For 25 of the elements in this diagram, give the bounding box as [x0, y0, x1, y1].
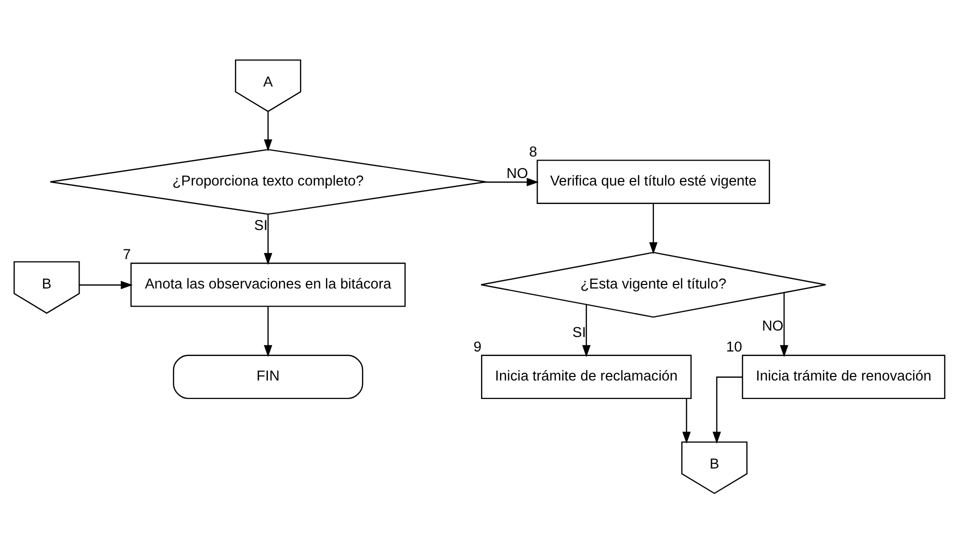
arrow [779, 292, 788, 358]
arrow [712, 376, 742, 444]
edge-label: SI [254, 218, 268, 234]
node-diamond: ¿Esta vigente el título? [480, 252, 826, 318]
node-label: 9 [472, 339, 481, 356]
node-box: Inicia trámite de renovación [741, 354, 945, 400]
node-box: Anota las observaciones en la bitácora [130, 262, 406, 307]
arrow [682, 398, 690, 444]
node-box: Inicia trámite de reclamación [480, 354, 692, 400]
arrow [484, 178, 538, 186]
node-diamond: ¿Proporciona texto completo? [49, 148, 486, 215]
node-box: FIN [172, 354, 363, 400]
arrow [263, 306, 272, 358]
node-label: 7 [122, 247, 130, 264]
edge-label: NO [761, 318, 783, 335]
edge-label: SI [572, 324, 586, 341]
node-label: 8 [528, 144, 537, 160]
arrow [582, 304, 590, 358]
node-box: Verifica que el título esté vigente [536, 160, 770, 204]
arrow [78, 280, 132, 290]
arrow [263, 214, 272, 265]
arrow [263, 112, 272, 152]
node-label: 10 [726, 339, 742, 356]
edge-label: NO [506, 166, 528, 182]
arrow [648, 204, 658, 254]
